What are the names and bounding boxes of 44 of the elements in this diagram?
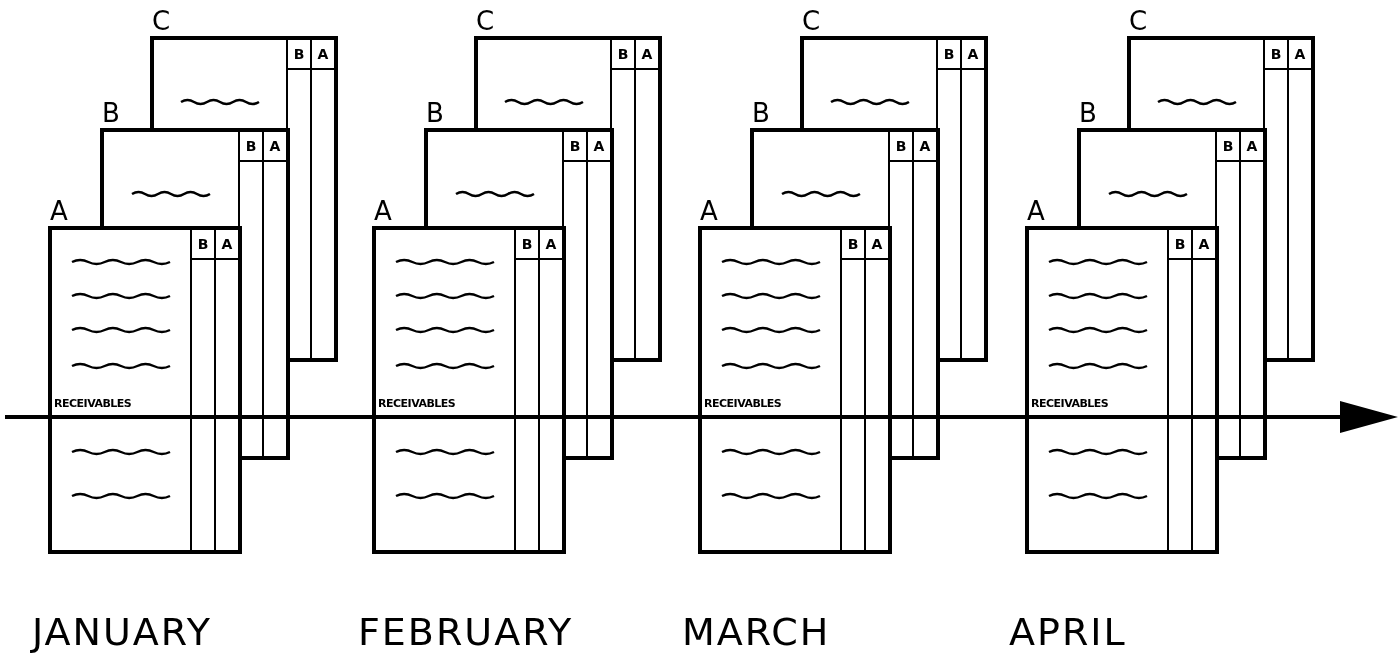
column-header: B — [1167, 230, 1191, 260]
sheet-letter: C — [152, 8, 171, 34]
sheet-letter: B — [752, 100, 770, 126]
column-header: A — [310, 40, 334, 70]
column-header: A — [538, 230, 562, 260]
sheet-letter: B — [102, 100, 120, 126]
column-header: B — [1263, 40, 1287, 70]
sheet-letter: C — [476, 8, 495, 34]
sheet-letter: A — [1027, 198, 1045, 224]
column-header: A — [960, 40, 984, 70]
sheet-letter: B — [1079, 100, 1097, 126]
column-header: B — [936, 40, 960, 70]
sheet-letter: C — [1129, 8, 1148, 34]
column-header: B — [238, 132, 262, 162]
month-label: APRIL — [1009, 610, 1127, 654]
month-label: MARCH — [682, 610, 831, 654]
sheet-letter: A — [374, 198, 392, 224]
column-header: A — [586, 132, 610, 162]
column-header: B — [840, 230, 864, 260]
column-header: B — [514, 230, 538, 260]
column-header: A — [262, 132, 286, 162]
sheet-letter: A — [700, 198, 718, 224]
column-header: A — [634, 40, 658, 70]
column-header: A — [912, 132, 936, 162]
row-label: RECEIVABLES — [378, 397, 456, 410]
column-header: B — [190, 230, 214, 260]
row-label: RECEIVABLES — [1031, 397, 1109, 410]
column-header: B — [562, 132, 586, 162]
column-header: A — [214, 230, 238, 260]
column-header: A — [1239, 132, 1263, 162]
month-label: JANUARY — [32, 610, 212, 654]
sheet-letter: A — [50, 198, 68, 224]
column-header: A — [1191, 230, 1215, 260]
row-label: RECEIVABLES — [54, 397, 132, 410]
column-header: B — [1215, 132, 1239, 162]
row-label: RECEIVABLES — [704, 397, 782, 410]
column-header: B — [286, 40, 310, 70]
sheet-letter: B — [426, 100, 444, 126]
column-header: B — [610, 40, 634, 70]
sheet-letter: C — [802, 8, 821, 34]
month-label: FEBRUARY — [358, 610, 574, 654]
column-header: A — [864, 230, 888, 260]
column-header: B — [888, 132, 912, 162]
column-header: A — [1287, 40, 1311, 70]
